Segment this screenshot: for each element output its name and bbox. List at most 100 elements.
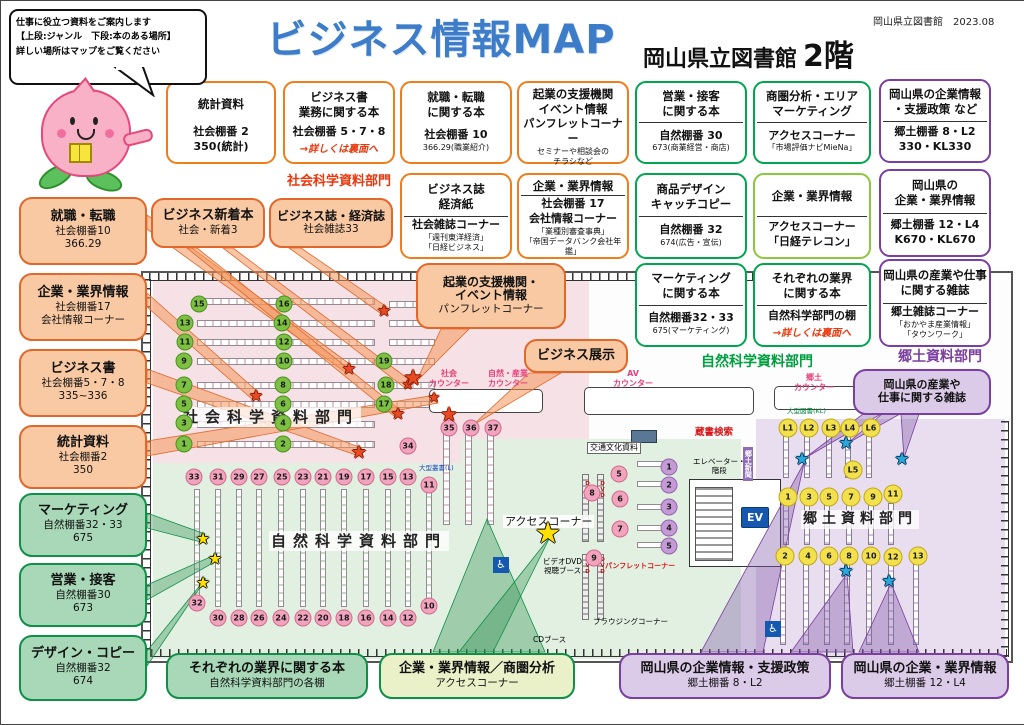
text-line: 企業・業界情報 [894, 193, 976, 208]
map-label-dv: DVD [599, 481, 606, 499]
shelf-number-natural: 30 [209, 609, 227, 627]
text-line: 自然科学部門の棚 [768, 308, 856, 322]
text-line: 「市場評価ナビMieNa」 [767, 143, 857, 153]
text-line: に関する雑誌 [900, 283, 970, 298]
callout-industry-books: それぞれの業界に関する本自然科学資料部門の各棚 [166, 653, 368, 699]
bookshelf [389, 358, 435, 365]
box-title-group: ビジネス誌経済紙 [404, 179, 508, 215]
text-line: アクセスコーナー [435, 676, 519, 689]
bookshelf [582, 474, 589, 542]
bookshelf [236, 489, 242, 607]
text-line: 郷土雑誌コーナー [891, 305, 979, 319]
map-label-rl: 蔵書検索 [695, 427, 734, 438]
box-title-group: 商品デザインキャッチコピー [639, 179, 743, 215]
shelf-number-natural: 6 [611, 490, 629, 508]
av-counter [584, 387, 754, 415]
blue-star-icon: ★ [894, 449, 910, 470]
red-star-icon: ★ [376, 301, 392, 320]
box-location-group: アクセスコーナー「日経テレコン」 [757, 218, 867, 254]
text-line: 自然科学資料部門の各棚 [209, 676, 325, 689]
callout-title: 岡山県の企業・業界情報 [853, 660, 997, 676]
shelf-number-natural: 9 [585, 549, 603, 567]
text-line: 郷土棚番 12・L4 [890, 217, 980, 231]
map-label-cl: 社会 カウンター [429, 369, 469, 388]
callout-title: 企業・業界情報 [37, 285, 129, 301]
red-star-icon: ★ [403, 366, 423, 391]
shelf-number-center: 1 [660, 458, 678, 476]
text-line: →詳しくは裏面へ [299, 144, 379, 156]
box-title-group: 岡山県の産業や仕事に関する雑誌 [883, 265, 987, 302]
callout-title: 企業・業界情報／商圏分析 [398, 660, 555, 676]
divider [757, 304, 867, 306]
yellow-star-icon: ★ [195, 529, 211, 548]
text-line: ビジネス書 [310, 89, 368, 104]
text-line: 「帝国データバンク会社年鑑」 [524, 236, 622, 256]
shelf-number-social: 19 [375, 352, 393, 370]
text-line: 社会雑誌33 [303, 223, 359, 236]
text-line: 起業の支援機関 [532, 87, 614, 101]
box-title-group: 就職・転職に関する本 [404, 87, 508, 123]
bookshelf [803, 563, 809, 645]
bookshelf [465, 433, 472, 525]
text-line: 業務に関する本 [298, 104, 380, 119]
divider [757, 215, 867, 217]
divider [883, 120, 987, 122]
text-line: 335~336 [58, 390, 108, 403]
shelf-number-center: 5 [660, 537, 678, 555]
text-line: →詳しくは裏面へ [772, 327, 852, 339]
shelf-number-natural: 31 [209, 468, 227, 486]
box-title-group: 岡山県の企業情報・支援政策 など [883, 85, 987, 120]
red-star-icon: ★ [390, 404, 406, 423]
peach-body [41, 77, 155, 177]
eye [70, 117, 75, 125]
box-nikkei-telecom: 企業・業界情報アクセスコーナー「日経テレコン」 [753, 173, 871, 259]
text-line: 自然棚番 30 [659, 128, 723, 142]
callout-title: デザイン・コピー [30, 646, 135, 662]
yellow-star-icon: ★ [207, 549, 223, 568]
map-label-tb: ビデオDVD 視聴ブース [543, 557, 583, 575]
shelf-number-natural: 33 [185, 468, 203, 486]
shelf-number-local: 11 [883, 484, 903, 504]
text-line: 商圏分析・エリア [766, 89, 858, 104]
text-line: に関する本 [427, 104, 485, 119]
shelf-number-natural: 15 [379, 468, 397, 486]
box-location-group: 社会雑誌コーナー「週刊東洋経済」「日経ビジネス」 [404, 218, 508, 254]
shelf-number-local: 4 [798, 546, 818, 566]
map-label-dv: DVD [599, 557, 606, 575]
callout-title: 起業の支援機関・ [442, 274, 539, 289]
shelf-number-social: 11 [176, 333, 194, 351]
callout-title: ビジネス書 [50, 361, 116, 377]
text-line: 就職・転職 [427, 89, 485, 104]
shelf-number-social: 18 [377, 376, 395, 394]
box-local-magazines: 岡山県の産業や仕事に関する雑誌郷土雑誌コーナー「おかやま産業情報」「タウンワーク… [879, 259, 991, 347]
text-line: 自然棚番30 [55, 589, 111, 602]
shelf-number-local: 7 [841, 487, 861, 507]
bubble-line: 仕事に役立つ資料をご案内します [16, 18, 152, 28]
shelf-number-local: 9 [863, 487, 883, 507]
text-line: 郷土棚番 8・L2 [687, 676, 763, 689]
shelf-number-social: 5 [175, 395, 193, 413]
map-label-vp: 郷土新聞 [743, 447, 754, 481]
shelf-number-natural: 23 [294, 468, 312, 486]
callout-title: 仕事に関する雑誌 [878, 391, 966, 404]
text-line: 経済紙 [438, 196, 474, 211]
shelf-number-local: L6 [861, 418, 881, 438]
yellow-star-icon: ★ [195, 573, 211, 592]
shelf-number-social: 12 [275, 333, 293, 351]
box-title-group: 営業・接客に関する本 [639, 87, 743, 121]
callout-title: マーケティング [38, 503, 128, 519]
text-line: 営業・接客 [662, 89, 720, 104]
callout-pref-support: 岡山県の企業情報・支援政策郷土棚番 8・L2 [619, 653, 831, 699]
map-label-tr: パンフレットコーナー [605, 562, 676, 570]
text-line: 「タウンワーク」 [903, 330, 967, 340]
bubble-line: 【上段:ジャンル 下段:本のある場所】 [16, 32, 176, 43]
text-line: 岡山県の企業情報 [889, 87, 981, 102]
shelf-number-local: 10 [861, 546, 881, 566]
